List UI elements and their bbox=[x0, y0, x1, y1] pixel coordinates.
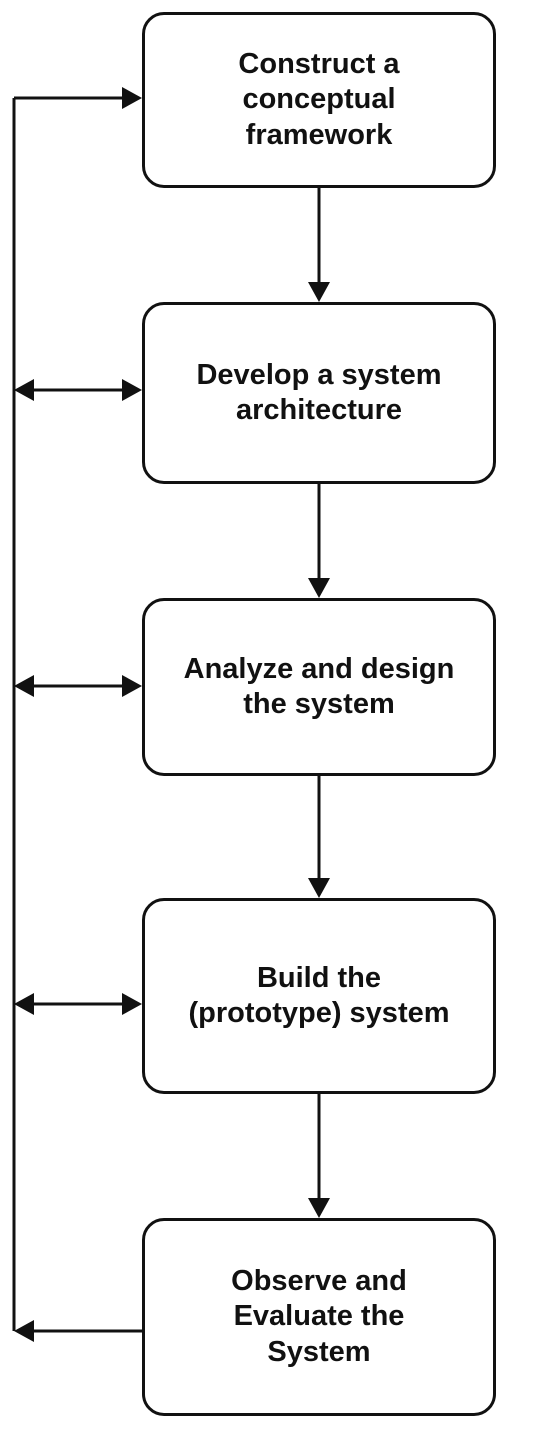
step-analyze-design: Analyze and design the system bbox=[142, 598, 496, 776]
arrow-step4-to-step5 bbox=[308, 1094, 330, 1218]
feedback-arrow-from-step5 bbox=[14, 1320, 142, 1342]
step-develop-architecture: Develop a system architecture bbox=[142, 302, 496, 484]
step-label: Observe and Evaluate the System bbox=[231, 1264, 407, 1368]
step-construct-framework: Construct a conceptual framework bbox=[142, 12, 496, 188]
step-label: Construct a conceptual framework bbox=[238, 47, 400, 151]
feedback-arrow-step2 bbox=[14, 379, 142, 401]
feedback-arrow-step4 bbox=[14, 993, 142, 1015]
step-label: Analyze and design the system bbox=[183, 652, 455, 720]
feedback-arrow-to-step1 bbox=[14, 87, 142, 109]
step-build-prototype: Build the (prototype) system bbox=[142, 898, 496, 1094]
step-observe-evaluate: Observe and Evaluate the System bbox=[142, 1218, 496, 1416]
step-label: Develop a system architecture bbox=[196, 358, 442, 426]
arrow-step2-to-step3 bbox=[308, 484, 330, 598]
arrow-step1-to-step2 bbox=[308, 188, 330, 302]
arrow-step3-to-step4 bbox=[308, 776, 330, 898]
feedback-arrow-step3 bbox=[14, 675, 142, 697]
step-label: Build the (prototype) system bbox=[188, 961, 450, 1029]
